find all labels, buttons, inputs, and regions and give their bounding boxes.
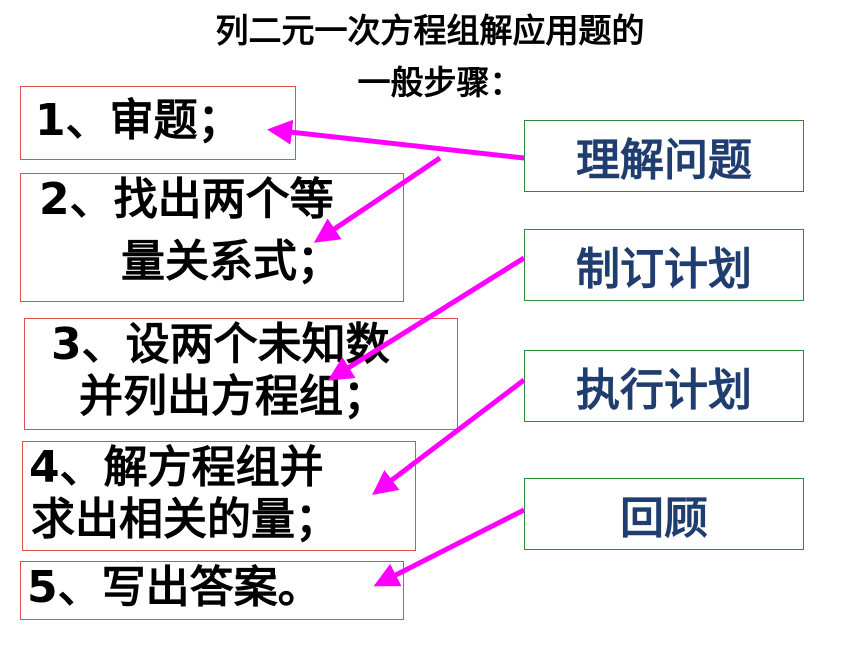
title-line-1: 列二元一次方程组解应用题的 <box>215 11 645 50</box>
step-4-box: 4、解方程组并 求出相关的量； <box>22 441 416 551</box>
step-4-text-line-1: 4、解方程组并 <box>29 442 324 493</box>
arrow-review-to-step-5 <box>373 507 526 587</box>
step-4-text-line-2: 求出相关的量； <box>31 494 339 545</box>
stage-understand-box: 理解问题 <box>524 120 804 192</box>
step-5-box: 5、写出答案。 <box>20 561 404 620</box>
arrow-plan-to-step-3 <box>327 255 526 381</box>
stage-execute-box: 执行计划 <box>524 350 804 422</box>
arrow-execute-to-step-4 <box>372 378 526 496</box>
step-2-box: 2、找出两个等 量关系式； <box>20 173 404 302</box>
arrow-understand-to-step-1 <box>267 119 525 161</box>
step-2-text-line-2: 量关系式； <box>121 236 341 287</box>
step-1-text: 1、审题； <box>35 95 242 146</box>
step-1-box: 1、审题； <box>20 86 296 160</box>
arrow-understand-to-step-2 <box>313 155 442 243</box>
stage-review-box: 回顾 <box>524 478 804 550</box>
step-2-text-line-1: 2、找出两个等 <box>39 174 334 225</box>
stage-plan-box: 制订计划 <box>524 229 804 301</box>
title-line-2: 一般步骤： <box>357 63 523 102</box>
step-5-text: 5、写出答案。 <box>27 562 322 613</box>
